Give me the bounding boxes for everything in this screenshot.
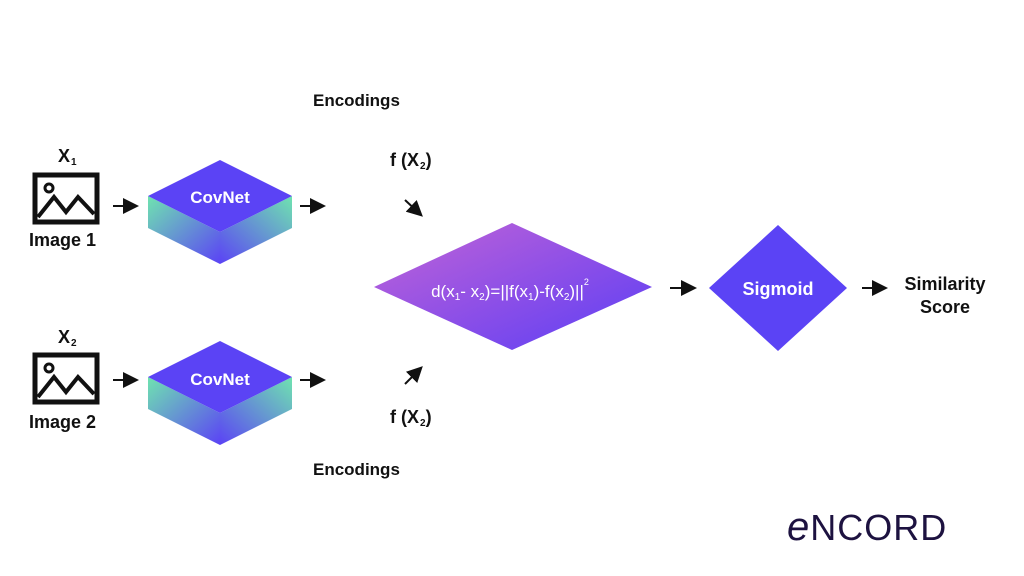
encoding-top-fn: f (X2) [390,150,432,172]
input-2-caption: Image 2 [29,412,97,432]
image-1-icon [32,172,100,225]
encoder-2-block: CovNet [148,341,292,445]
image-2-icon [32,352,100,405]
sigmoid-label: Sigmoid [743,279,814,299]
arrow-encoding1-to-distance [404,199,423,217]
output-label: Similarity Score [900,273,990,319]
encord-logo: eNCORD [787,505,947,550]
input-1-var: X1 [58,146,77,168]
logo-lead: e [787,505,811,549]
encoding-bottom-fn: f (X2) [390,407,432,429]
output-line-1: Similarity [904,274,986,294]
input-1-caption: Image 1 [29,230,97,250]
encoder-1-block: CovNet [148,160,292,264]
encodings-bottom-title: Encodings [313,460,400,479]
encoder-1-label: CovNet [190,188,250,207]
distance-node: d(x1- x2)=||f(x1)-f(x2)||2 [374,223,652,350]
arrow-encoding2-to-distance [404,366,423,385]
input-2-var: X2 [58,327,77,349]
encodings-top-title: Encodings [313,91,400,110]
logo-rest: NCORD [810,507,948,548]
output-line-2: Score [919,297,971,317]
distance-formula: d(x1- x2)=||f(x1)-f(x2)||2 [431,277,589,303]
encoder-2-label: CovNet [190,370,250,389]
sigmoid-node: Sigmoid [709,225,847,351]
